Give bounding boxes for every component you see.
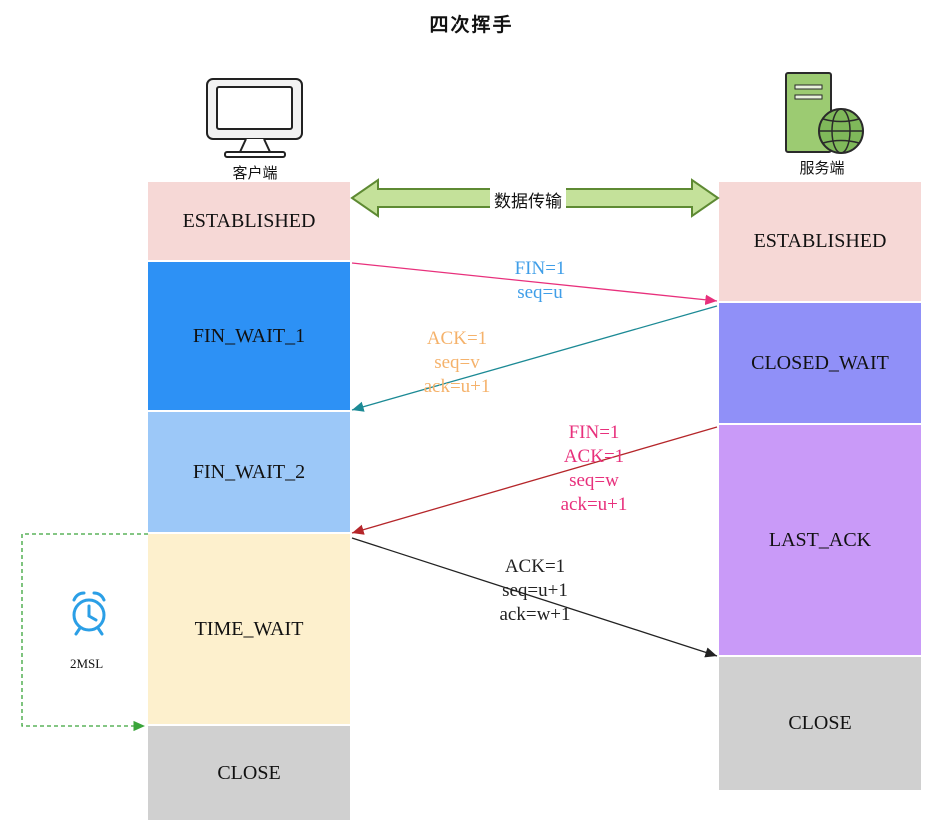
alarm-clock-icon — [72, 591, 106, 636]
data-transfer-label: 数据传输 — [490, 187, 566, 212]
message-line: seq=v — [434, 352, 480, 373]
client-state-time-wait: TIME_WAIT — [148, 534, 350, 726]
state-label: ESTABLISHED — [182, 209, 316, 232]
state-label: CLOSE — [788, 712, 852, 734]
state-label: CLOSED_WAIT — [751, 351, 889, 374]
server-state-closed-wait: CLOSED_WAIT — [719, 303, 921, 425]
message-line: seq=u+1 — [502, 580, 568, 601]
state-label: LAST_ACK — [768, 528, 872, 551]
message-line: FIN=1 — [514, 258, 566, 279]
server-state-established: ESTABLISHED — [719, 182, 921, 303]
client-state-fin-wait-2: FIN_WAIT_2 — [148, 412, 350, 534]
client-state-established: ESTABLISHED — [148, 182, 350, 262]
client-state-close: CLOSE — [148, 726, 350, 820]
ack-message: ACK=1 seq=v ack=u+1 — [397, 327, 517, 399]
message-line: ack=u+1 — [423, 376, 491, 397]
state-label: FIN_WAIT_1 — [192, 324, 306, 347]
client-label: 客户端 — [232, 164, 278, 182]
message-line: ack=w+1 — [499, 604, 571, 625]
state-label: ESTABLISHED — [753, 230, 887, 252]
timer-dashed-line — [21, 533, 148, 732]
monitor-icon-shape — [206, 78, 303, 158]
fin-ack-message: FIN=1 ACK=1 seq=w ack=u+1 — [534, 421, 654, 517]
final-ack-message: ACK=1 seq=u+1 ack=w+1 — [470, 555, 600, 627]
message-line: ACK=1 — [563, 446, 625, 467]
fin-message: FIN=1 seq=u — [480, 257, 600, 305]
message-line: ACK=1 — [504, 556, 566, 577]
message-line: seq=w — [569, 470, 619, 491]
state-label: CLOSE — [217, 761, 281, 784]
server-icon-shape — [785, 72, 864, 154]
state-label: TIME_WAIT — [194, 617, 304, 640]
client-state-fin-wait-1: FIN_WAIT_1 — [148, 262, 350, 412]
server-label: 服务端 — [799, 159, 845, 177]
state-label: FIN_WAIT_2 — [192, 460, 306, 483]
message-line: ACK=1 — [426, 328, 488, 349]
server-state-last-ack: LAST_ACK — [719, 425, 921, 657]
server-state-close: CLOSE — [719, 657, 921, 790]
message-line: ack=u+1 — [560, 494, 628, 515]
message-line: FIN=1 — [568, 422, 620, 443]
message-line: seq=u — [517, 282, 563, 303]
diagram-title: 四次挥手 — [429, 14, 514, 36]
timer-label: 2MSL — [70, 656, 104, 671]
